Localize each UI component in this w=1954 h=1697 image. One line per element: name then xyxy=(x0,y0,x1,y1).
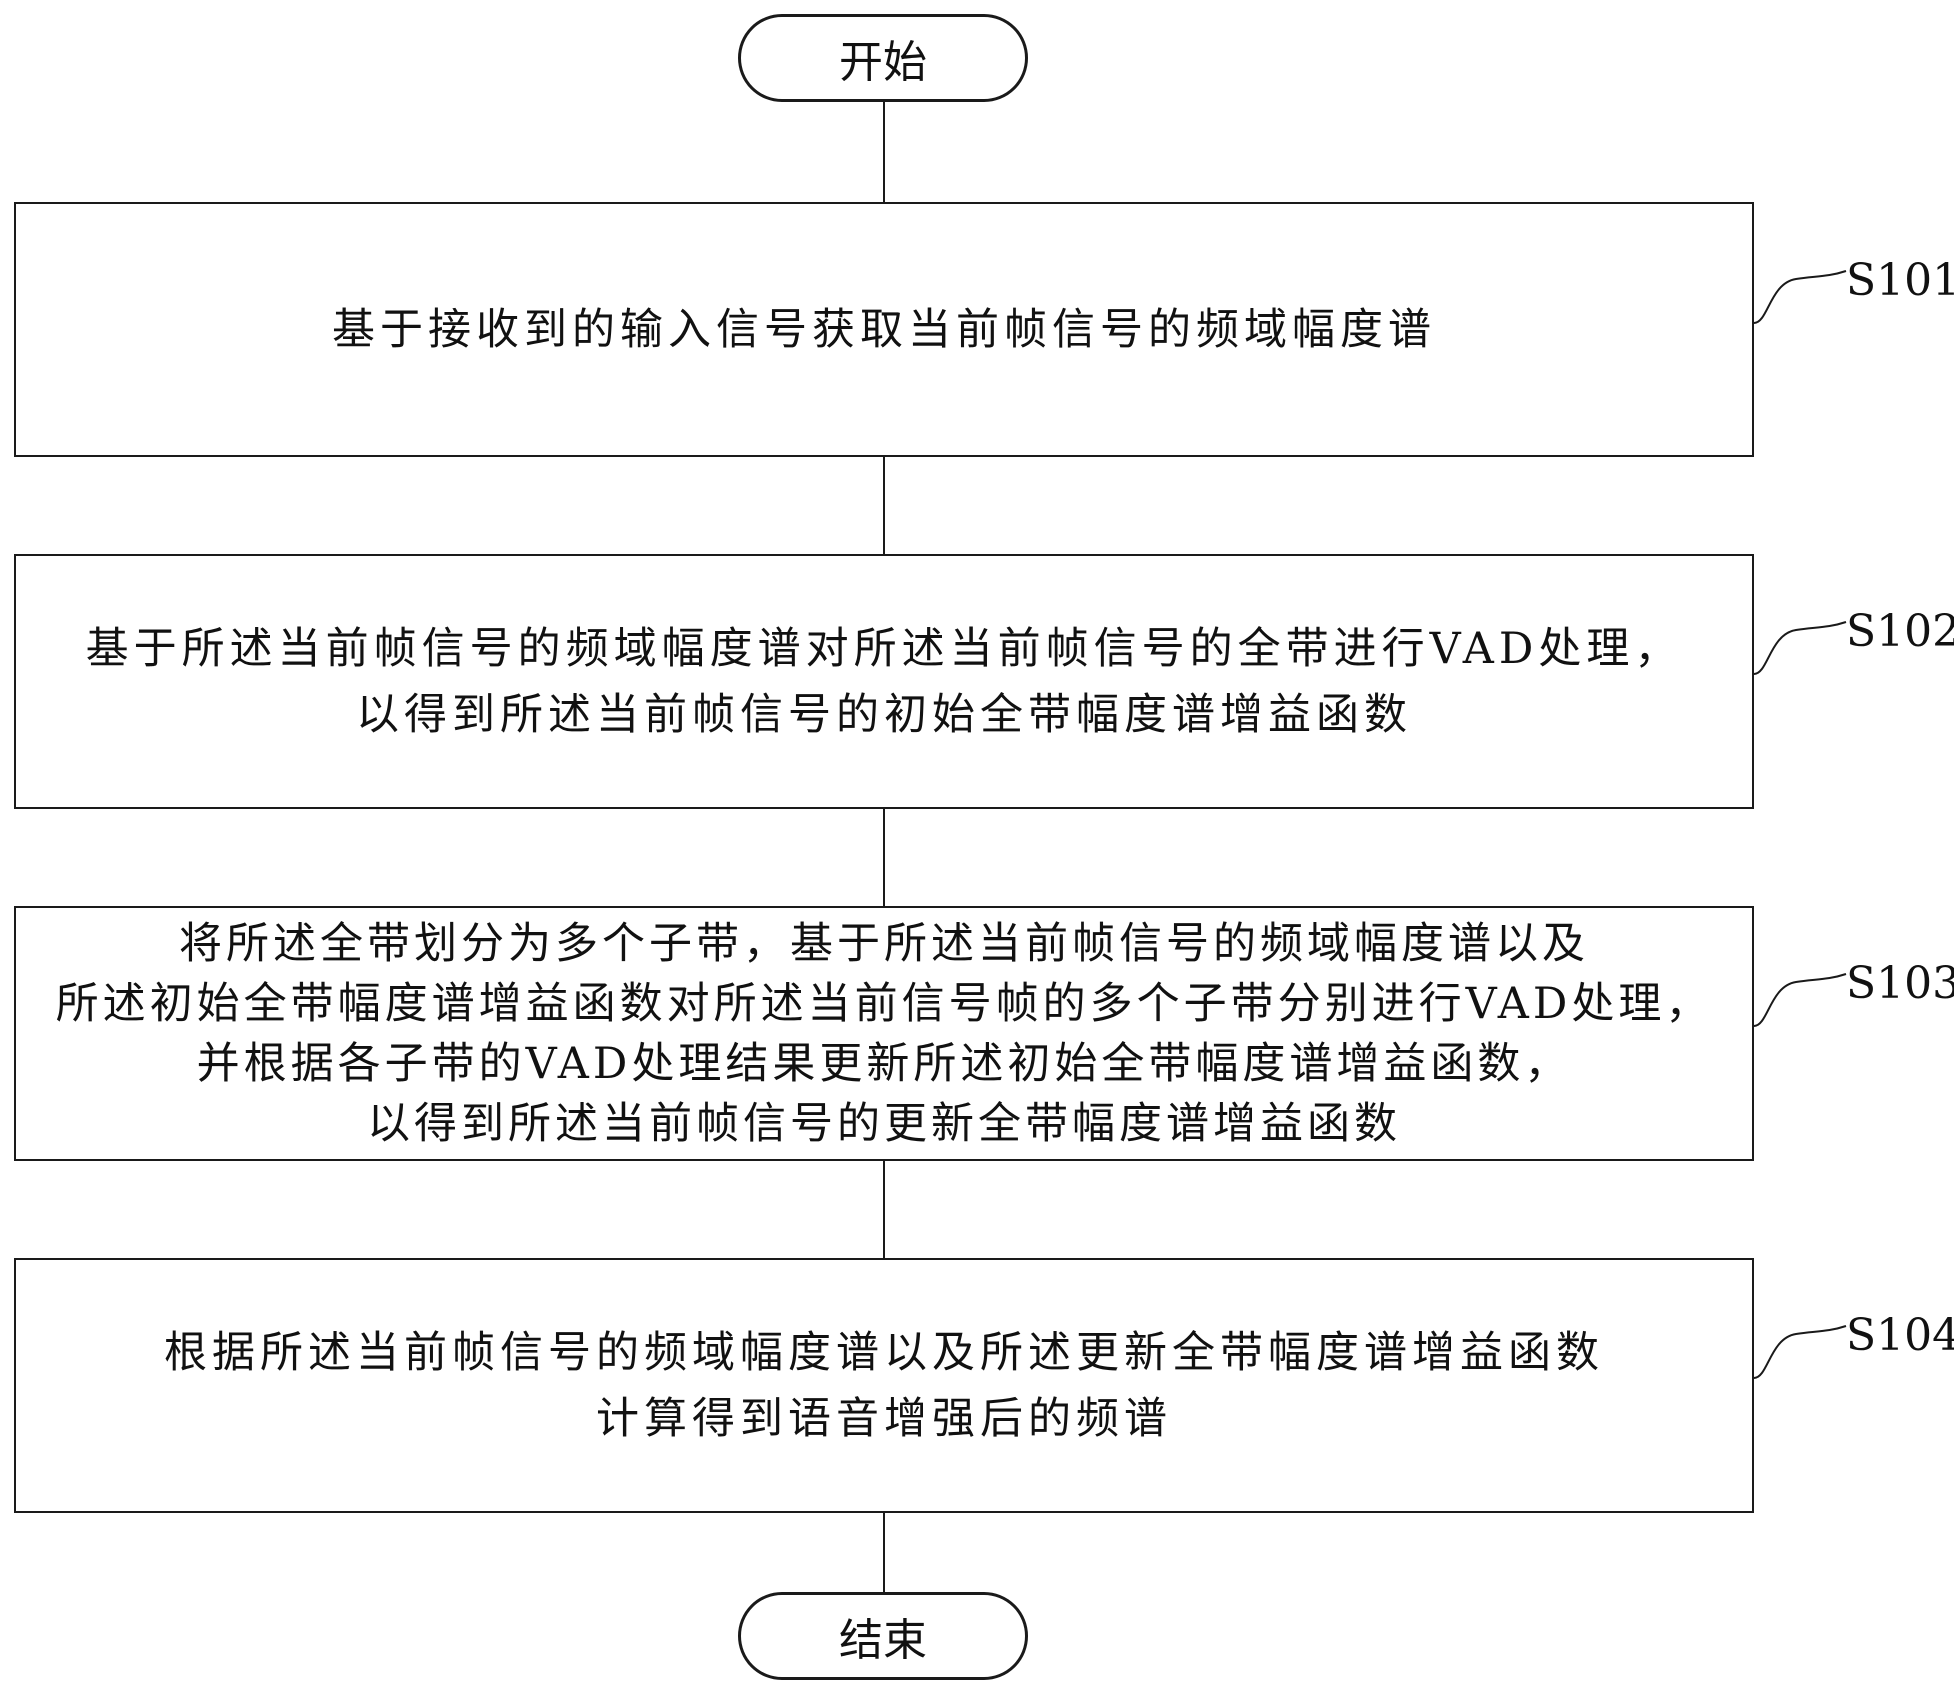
connector-start-s101 xyxy=(883,102,885,202)
step-box-s103: 将所述全带划分为多个子带，基于所述当前帧信号的频域幅度谱以及 所述初始全带幅度谱… xyxy=(14,906,1754,1161)
step-s103-line-1: 将所述全带划分为多个子带，基于所述当前帧信号的频域幅度谱以及 xyxy=(179,918,1589,969)
step-box-s102: 基于所述当前帧信号的频域幅度谱对所述当前帧信号的全带进行VAD处理， 以得到所述… xyxy=(14,554,1754,809)
connector-s104-end xyxy=(883,1513,885,1592)
step-box-s101: 基于接收到的输入信号获取当前帧信号的频域幅度谱 xyxy=(14,202,1754,457)
end-label: 结束 xyxy=(839,1615,927,1666)
step-s103-line-4: 以得到所述当前帧信号的更新全带幅度谱增益函数 xyxy=(367,1098,1401,1149)
step-s103-line-3: 并根据各子带的VAD处理结果更新所述初始全带幅度谱增益函数， xyxy=(196,1038,1572,1089)
leader-curve-s101 xyxy=(1753,270,1847,324)
connector-s103-s104 xyxy=(883,1161,885,1258)
connector-s102-s103 xyxy=(883,809,885,906)
leader-curve-s103 xyxy=(1753,973,1847,1027)
step-s102-line-2: 以得到所述当前帧信号的初始全带幅度谱增益函数 xyxy=(356,689,1412,740)
step-label-s102: S102 xyxy=(1846,606,1954,657)
step-label-s103: S103 xyxy=(1846,958,1954,1009)
leader-curve-s104 xyxy=(1753,1325,1847,1379)
end-terminal: 结束 xyxy=(738,1592,1028,1680)
start-terminal: 开始 xyxy=(738,14,1028,102)
leader-curve-s102 xyxy=(1753,621,1847,675)
connector-s101-s102 xyxy=(883,457,885,554)
step-label-s101: S101 xyxy=(1846,255,1954,306)
step-s104-line-2: 计算得到语音增强后的频谱 xyxy=(596,1393,1172,1444)
step-box-s104: 根据所述当前帧信号的频域幅度谱以及所述更新全带幅度谱增益函数 计算得到语音增强后… xyxy=(14,1258,1754,1513)
step-s104-line-1: 根据所述当前帧信号的频域幅度谱以及所述更新全带幅度谱增益函数 xyxy=(164,1327,1604,1378)
start-label: 开始 xyxy=(839,37,927,88)
step-s103-line-2: 所述初始全带幅度谱增益函数对所述当前信号帧的多个子带分别进行VAD处理， xyxy=(55,978,1713,1029)
step-label-s104: S104 xyxy=(1846,1310,1954,1361)
step-s101-line-1: 基于接收到的输入信号获取当前帧信号的频域幅度谱 xyxy=(332,304,1436,355)
step-s102-line-1: 基于所述当前帧信号的频域幅度谱对所述当前帧信号的全带进行VAD处理， xyxy=(85,623,1683,674)
